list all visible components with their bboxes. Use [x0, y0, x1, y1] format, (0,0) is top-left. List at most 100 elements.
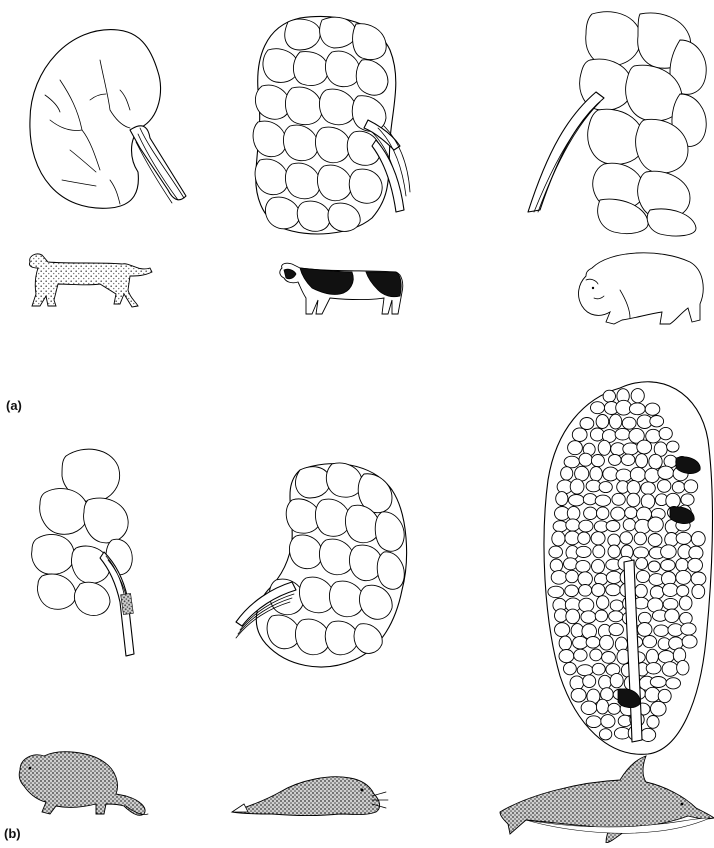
reniculus [637, 440, 652, 454]
reniculus [602, 652, 616, 664]
reniculus [553, 521, 567, 532]
reniculus [676, 570, 691, 584]
reniculus [631, 389, 644, 403]
reniculus [608, 703, 620, 714]
reniculus [627, 493, 640, 507]
reniculus [564, 456, 579, 468]
reniculus [689, 546, 703, 559]
reniculus [559, 636, 571, 650]
reniculus [646, 663, 661, 674]
reniculus [596, 699, 608, 714]
otter-icon [19, 752, 148, 816]
reniculus [583, 675, 596, 688]
reniculus [597, 596, 609, 610]
reniculus [581, 611, 596, 623]
reniculus [680, 612, 693, 624]
reniculus [637, 623, 652, 637]
reniculus [576, 560, 590, 572]
reniculus [566, 570, 579, 582]
reniculus [599, 482, 612, 493]
seal-kidney [236, 463, 407, 667]
reniculus [609, 414, 621, 429]
reniculus [609, 611, 623, 622]
reniculus [677, 585, 689, 596]
reniculus [661, 560, 675, 571]
reniculus [667, 441, 679, 452]
reniculus [651, 701, 667, 716]
reniculus [586, 480, 601, 492]
reniculus [645, 403, 660, 415]
reniculus [645, 468, 660, 482]
reniculus [579, 520, 593, 532]
panel-a-label: (a) [6, 398, 22, 413]
reniculus [665, 609, 679, 623]
reniculus [578, 532, 590, 544]
reniculus [552, 531, 565, 546]
reniculus [648, 517, 663, 532]
reniculus [610, 673, 623, 687]
reniculus [666, 678, 681, 689]
reniculus [649, 454, 662, 469]
panel-b-label: (b) [4, 826, 21, 841]
reniculus [661, 545, 677, 559]
reniculus [662, 662, 678, 677]
reniculus [598, 440, 610, 455]
reniculus [641, 494, 655, 509]
reniculus [630, 467, 645, 482]
reniculus [634, 547, 649, 558]
reniculus [610, 600, 623, 611]
reniculus [636, 558, 648, 570]
reniculus [676, 532, 691, 544]
reniculus [658, 651, 674, 663]
reniculus [641, 482, 655, 495]
reniculus [636, 570, 649, 582]
dog-icon [29, 254, 152, 307]
reniculus [578, 572, 592, 586]
reniculus [593, 545, 605, 558]
reniculus [556, 492, 568, 506]
reniculus [555, 623, 570, 637]
reniculus [648, 534, 662, 547]
reniculus [601, 715, 615, 728]
reniculus [677, 660, 689, 675]
dog-kidney [30, 30, 186, 209]
reniculus [659, 427, 672, 439]
reniculus [672, 481, 684, 493]
reniculus [692, 584, 705, 598]
reniculus [627, 481, 640, 495]
reniculus [584, 507, 597, 519]
reniculus [555, 609, 568, 622]
reniculus [566, 519, 580, 531]
reniculus [641, 728, 656, 741]
reniculus [579, 453, 592, 466]
reniculus [650, 586, 664, 599]
reniculus [684, 480, 698, 493]
reniculus [583, 494, 597, 505]
reniculus [688, 558, 703, 572]
reniculus [586, 716, 601, 728]
reniculus [648, 561, 660, 572]
reniculus [681, 623, 696, 635]
reniculus [564, 558, 578, 570]
reniculus [551, 571, 567, 585]
reniculus [623, 443, 639, 455]
reniculus [636, 454, 648, 468]
reniculus [666, 493, 680, 508]
reniculus [574, 649, 587, 661]
reniculus [572, 428, 587, 442]
reniculus [570, 479, 584, 494]
reniculus [590, 649, 602, 661]
reniculus [579, 598, 594, 612]
reniculus [623, 519, 635, 531]
reniculus [570, 676, 584, 690]
reniculus [681, 494, 694, 506]
reniculus [586, 637, 600, 649]
reniculus [564, 662, 577, 674]
reniculus [581, 701, 597, 714]
reniculus [569, 495, 585, 506]
reniculus [566, 609, 580, 624]
otter-kidney [32, 449, 134, 656]
reniculus [616, 469, 632, 482]
